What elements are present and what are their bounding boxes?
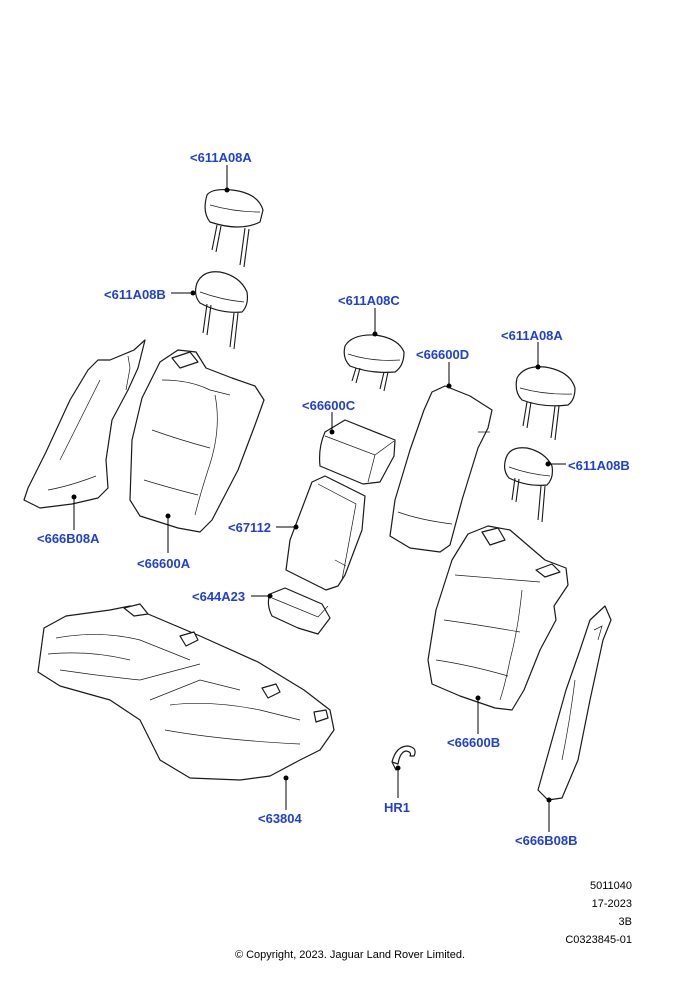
callout-63804: <63804 [258, 811, 302, 826]
leader-lines [71, 165, 566, 832]
headrest-611A08A-left [204, 188, 264, 268]
callout-644A23: <644A23 [192, 589, 246, 604]
headrest-611A08C [343, 334, 405, 392]
headrest-611A08B-left [194, 271, 249, 350]
callout-66600A: <66600A [137, 556, 191, 571]
headrest-611A08B-right [503, 447, 554, 523]
callout-611A08A-right: <611A08A [501, 328, 563, 343]
callout-66600D: <66600D [416, 347, 470, 362]
callout-HR1: HR1 [384, 800, 411, 815]
cushion-644A23 [267, 587, 331, 635]
callout-611A08B-left: <611A08B [104, 287, 166, 302]
seat-back-66600A [129, 349, 265, 533]
copyright-notice: © Copyright, 2023. Jaguar Land Rover Lim… [234, 949, 466, 961]
seat-cushion-63804 [37, 603, 335, 781]
callout-611A08C: <611A08C [338, 293, 400, 308]
seat-back-66600B [427, 525, 569, 711]
armrest-67112 [285, 475, 366, 591]
callout-67112: <67112 [228, 520, 272, 535]
meta-illustration-id: C0323845-01 [565, 934, 632, 946]
callout-611A08B-right: <611A08B [568, 458, 630, 473]
seat-back-66600D [389, 385, 493, 553]
hook-HR1 [391, 745, 416, 771]
meta-code: 5011040 [589, 880, 632, 892]
armrest-66600C [318, 419, 396, 485]
callout-66600B: <66600B [447, 735, 501, 750]
side-bolster-666B08B [537, 605, 612, 801]
callout-611A08A-left: <611A08A [190, 150, 252, 165]
side-bolster-666B08A [23, 339, 146, 509]
headrest-611A08A-right [515, 366, 576, 441]
callout-666B08B: <666B08B [515, 833, 578, 848]
callout-666B08A: <666B08A [37, 531, 100, 546]
callout-66600C: <66600C [302, 398, 356, 413]
meta-variant: 3B [618, 916, 632, 928]
meta-date: 17-2023 [591, 898, 632, 910]
